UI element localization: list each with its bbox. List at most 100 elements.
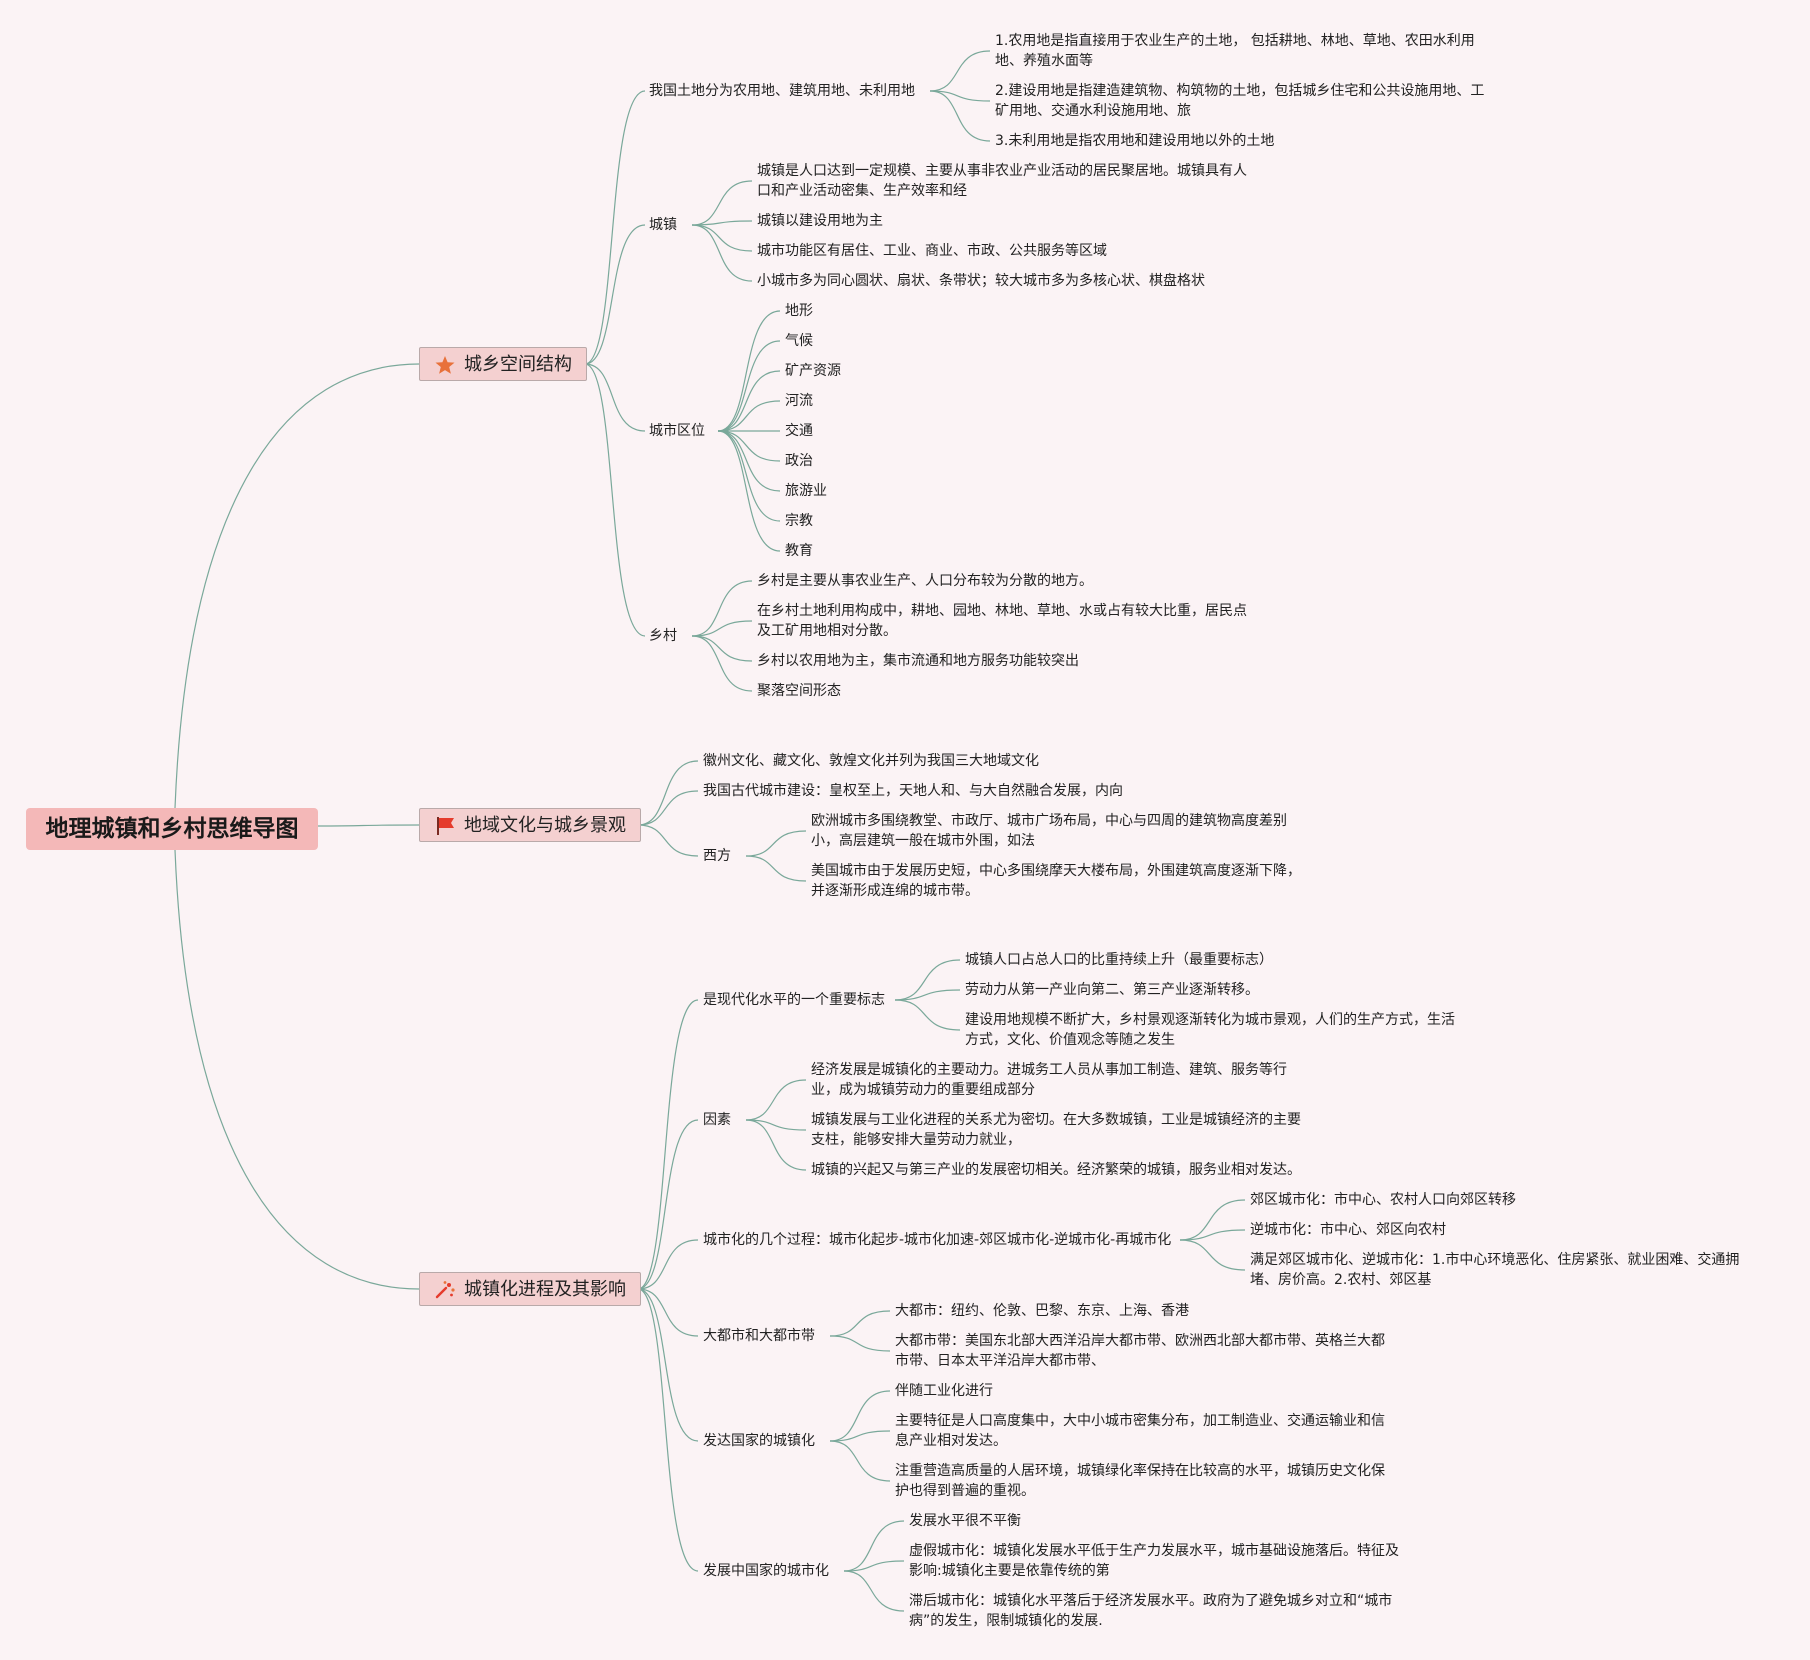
connector-line — [1179, 1239, 1246, 1271]
leaf-topic[interactable]: 城镇是人口达到一定规模、主要从事非农业产业活动的居民聚居地。城镇具有人口和产业活… — [757, 163, 1247, 199]
connector-line — [745, 855, 807, 882]
connector-line — [637, 1288, 699, 1572]
root-topic[interactable]: 地理城镇和乡村思维导图 — [26, 808, 318, 850]
leaf-topic[interactable]: 城镇以建设用地为主 — [757, 213, 883, 229]
sparkle-icon — [435, 1281, 455, 1299]
sub-topic[interactable]: 发达国家的城镇化 — [703, 1433, 815, 1449]
sub-topic[interactable]: 乡村 — [649, 628, 677, 644]
sub-topic[interactable]: 因素 — [703, 1112, 731, 1128]
sub-topic[interactable]: 我国土地分为农用地、建筑用地、未利用地 — [649, 83, 915, 99]
connector-line — [829, 1390, 891, 1442]
leaf-topic[interactable]: 滞后城市化：城镇化水平落后于经济发展水平。政府为了避免城乡对立和“城市病”的发生… — [909, 1593, 1393, 1629]
leaf-topic[interactable]: 美国城市由于发展历史短，中心多围绕摩天大楼布局，外围建筑高度逐渐下降，并逐渐形成… — [811, 863, 1301, 899]
leaf-topic[interactable]: 小城市多为同心圆状、扇状、条带状；较大城市多为多核心状、棋盘格状 — [757, 273, 1205, 289]
leaf-topic[interactable]: 伴随工业化进行 — [895, 1383, 993, 1399]
leaf-topic[interactable]: 大都市：纽约、伦敦、巴黎、东京、上海、香港 — [895, 1303, 1189, 1319]
sub-topic[interactable]: 城市区位 — [649, 423, 705, 439]
connector-line — [745, 1119, 807, 1131]
connector-line — [174, 849, 420, 1290]
connector-line — [637, 999, 699, 1290]
leaf-topic[interactable]: 乡村是主要从事农业生产、人口分布较为分散的地方。 — [757, 573, 1093, 589]
connector-line — [745, 830, 807, 857]
leaf-topic[interactable]: 政治 — [785, 453, 813, 469]
connector-line — [717, 430, 781, 552]
connector-line — [584, 224, 646, 365]
star-icon — [435, 356, 455, 374]
connector-line — [174, 363, 420, 809]
leaf-topic[interactable]: 旅游业 — [785, 483, 827, 499]
leaf-topic[interactable]: 交通 — [785, 423, 813, 439]
connector-line — [1179, 1199, 1246, 1241]
leaf-topic[interactable]: 逆城市化：市中心、郊区向农村 — [1250, 1222, 1446, 1238]
connector-line — [894, 999, 961, 1031]
leaf-topic[interactable]: 乡村以农用地为主，集市流通和地方服务功能较突出 — [757, 653, 1079, 669]
sub-topic[interactable]: 城镇 — [649, 217, 677, 233]
connector-line — [317, 824, 420, 827]
leaf-topic[interactable]: 1.农用地是指直接用于农业生产的土地， 包括耕地、林地、草地、农田水利用地、养殖… — [995, 33, 1475, 69]
leaf-topic[interactable]: 在乡村土地利用构成中，耕地、园地、林地、草地、水或占有较大比重，居民点及工矿用地… — [757, 603, 1247, 639]
branch-label: 城镇化进程及其影响 — [464, 1279, 626, 1300]
connector-line — [829, 1440, 891, 1482]
connector-line — [637, 1239, 699, 1290]
leaf-topic[interactable]: 建设用地规模不断扩大，乡村景观逐渐转化为城市景观，人们的生产方式，生活方式，文化… — [965, 1012, 1455, 1048]
leaf-topic[interactable]: 城镇人口占总人口的比重持续上升（最重要标志） — [965, 952, 1273, 968]
leaf-topic[interactable]: 城市功能区有居住、工业、商业、市政、公共服务等区域 — [757, 243, 1107, 259]
connector-line — [929, 90, 991, 102]
branch-urbanization[interactable]: 城镇化进程及其影响 — [419, 1272, 641, 1306]
connector-line — [843, 1570, 905, 1612]
connector-line — [829, 1430, 891, 1442]
leaf-topic[interactable]: 教育 — [785, 543, 813, 559]
connector-line — [691, 224, 753, 282]
connector-line — [717, 310, 781, 432]
sub-topic[interactable]: 西方 — [703, 848, 731, 864]
connector-line — [929, 90, 991, 142]
leaf-topic[interactable]: 虚假城市化：城镇化发展水平低于生产力发展水平，城市基础设施落后。特征及影响:城镇… — [909, 1543, 1399, 1579]
leaf-topic[interactable]: 3.未利用地是指农用地和建设用地以外的土地 — [995, 133, 1275, 149]
leaf-topic[interactable]: 宗教 — [785, 513, 813, 529]
leaf-topic[interactable]: 城镇的兴起又与第三产业的发展密切相关。经济繁荣的城镇，服务业相对发达。 — [811, 1162, 1301, 1178]
connector-line — [717, 400, 781, 432]
connector-line — [829, 1310, 891, 1337]
leaf-topic[interactable]: 城镇发展与工业化进程的关系尤为密切。在大多数城镇，工业是城镇经济的主要支柱，能够… — [811, 1112, 1301, 1148]
leaf-topic[interactable]: 聚落空间形态 — [757, 683, 841, 699]
connector-line — [894, 959, 961, 1001]
connector-line — [584, 363, 646, 637]
leaf-topic[interactable]: 劳动力从第一产业向第二、第三产业逐渐转移。 — [965, 982, 1259, 998]
connector-line — [745, 1119, 807, 1171]
sub-topic[interactable]: 我国古代城市建设：皇权至上，天地人和、与大自然融合发展，内向 — [703, 783, 1123, 799]
sub-topic[interactable]: 发展中国家的城市化 — [703, 1563, 829, 1579]
leaf-topic[interactable]: 主要特征是人口高度集中，大中小城市密集分布，加工制造业、交通运输业和信息产业相对… — [895, 1413, 1385, 1449]
connector-line — [691, 224, 753, 252]
sub-topic[interactable]: 是现代化水平的一个重要标志 — [703, 992, 885, 1008]
connector-line — [691, 635, 753, 662]
leaf-topic[interactable]: 满足郊区城市化、逆城市化：1.市中心环境恶化、住房紧张、就业困难、交通拥堵、房价… — [1250, 1252, 1740, 1288]
connector-line — [637, 1119, 699, 1290]
leaf-topic[interactable]: 矿产资源 — [785, 363, 841, 379]
connector-line — [717, 430, 781, 522]
connector-line — [637, 824, 699, 857]
branch-regional-culture[interactable]: 地域文化与城乡景观 — [419, 808, 641, 842]
flag-icon — [437, 817, 454, 835]
leaf-topic[interactable]: 郊区城市化：市中心、农村人口向郊区转移 — [1250, 1192, 1516, 1208]
branch-label: 城乡空间结构 — [464, 354, 572, 375]
sub-topic[interactable]: 城市化的几个过程：城市化起步-城市化加速-郊区城市化-逆城市化-再城市化 — [703, 1232, 1172, 1248]
leaf-topic[interactable]: 经济发展是城镇化的主要动力。进城务工人员从事加工制造、建筑、服务等行业，成为城镇… — [811, 1062, 1287, 1098]
leaf-topic[interactable]: 2.建设用地是指建造建筑物、构筑物的土地，包括城乡住宅和公共设施用地、工矿用地、… — [995, 83, 1485, 119]
connector-line — [717, 370, 781, 432]
connector-line — [745, 1079, 807, 1121]
leaf-topic[interactable]: 发展水平很不平衡 — [909, 1513, 1021, 1529]
leaf-topic[interactable]: 注重营造高质量的人居环境，城镇绿化率保持在比较高的水平，城镇历史文化保护也得到普… — [895, 1463, 1385, 1499]
connector-line — [584, 363, 646, 432]
leaf-topic[interactable]: 欧洲城市多围绕教堂、市政厅、城市广场布局，中心与四周的建筑物高度差别小，高层建筑… — [811, 813, 1287, 849]
sub-topic[interactable]: 徽州文化、藏文化、敦煌文化并列为我国三大地域文化 — [703, 753, 1039, 769]
connector-line — [691, 635, 753, 692]
leaf-topic[interactable]: 地形 — [785, 303, 813, 319]
branch-label: 地域文化与城乡景观 — [464, 815, 626, 836]
leaf-topic[interactable]: 河流 — [785, 393, 813, 409]
sub-topic[interactable]: 大都市和大都市带 — [703, 1328, 815, 1344]
connector-line — [691, 620, 753, 637]
branch-urban-rural-structure[interactable]: 城乡空间结构 — [419, 347, 587, 381]
leaf-topic[interactable]: 气候 — [785, 333, 813, 349]
leaf-topic[interactable]: 大都市带：美国东北部大西洋沿岸大都市带、欧洲西北部大都市带、英格兰大都市带、日本… — [895, 1333, 1385, 1369]
